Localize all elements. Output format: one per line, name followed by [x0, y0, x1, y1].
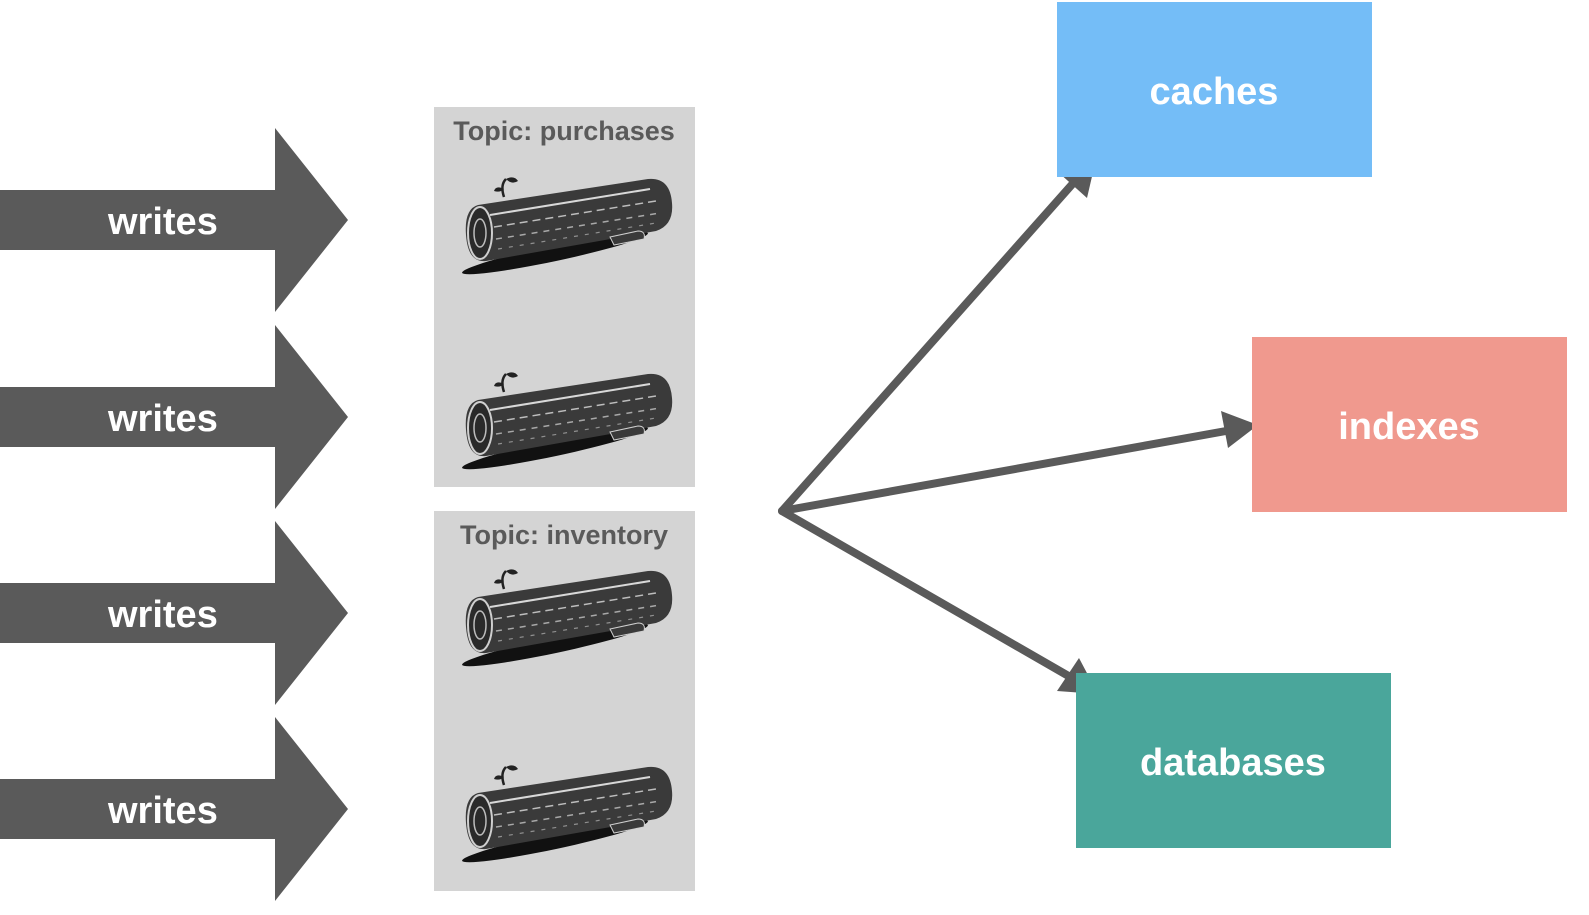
writer-arrow-1: writes	[0, 128, 348, 312]
destination-databases: databases	[1076, 673, 1391, 848]
topic-inventory-title: Topic: inventory	[460, 520, 668, 550]
arrow-head-indexes	[1221, 411, 1258, 448]
destination-indexes-label: indexes	[1338, 406, 1480, 448]
arrow-to-indexes	[778, 427, 1230, 515]
arrow-to-databases	[778, 507, 1076, 682]
fanout-arrows	[778, 155, 1258, 694]
writer-arrow-3: writes	[0, 521, 348, 705]
topic-panel-purchases: Topic: purchases	[434, 107, 695, 487]
writer-arrow-1-label: writes	[107, 201, 218, 243]
arrow-to-caches	[778, 176, 1080, 515]
writer-arrow-2-label: writes	[107, 398, 218, 440]
writer-arrow-2: writes	[0, 325, 348, 509]
destination-caches: caches	[1057, 2, 1372, 177]
destination-databases-label: databases	[1140, 742, 1326, 784]
topic-panel-inventory: Topic: inventory	[434, 511, 695, 891]
writer-arrow-4: writes	[0, 717, 348, 901]
destination-caches-label: caches	[1150, 71, 1279, 113]
topic-purchases-title: Topic: purchases	[453, 116, 675, 146]
writer-arrow-4-label: writes	[107, 790, 218, 832]
writer-arrow-3-label: writes	[107, 594, 218, 636]
destination-indexes: indexes	[1252, 337, 1567, 512]
